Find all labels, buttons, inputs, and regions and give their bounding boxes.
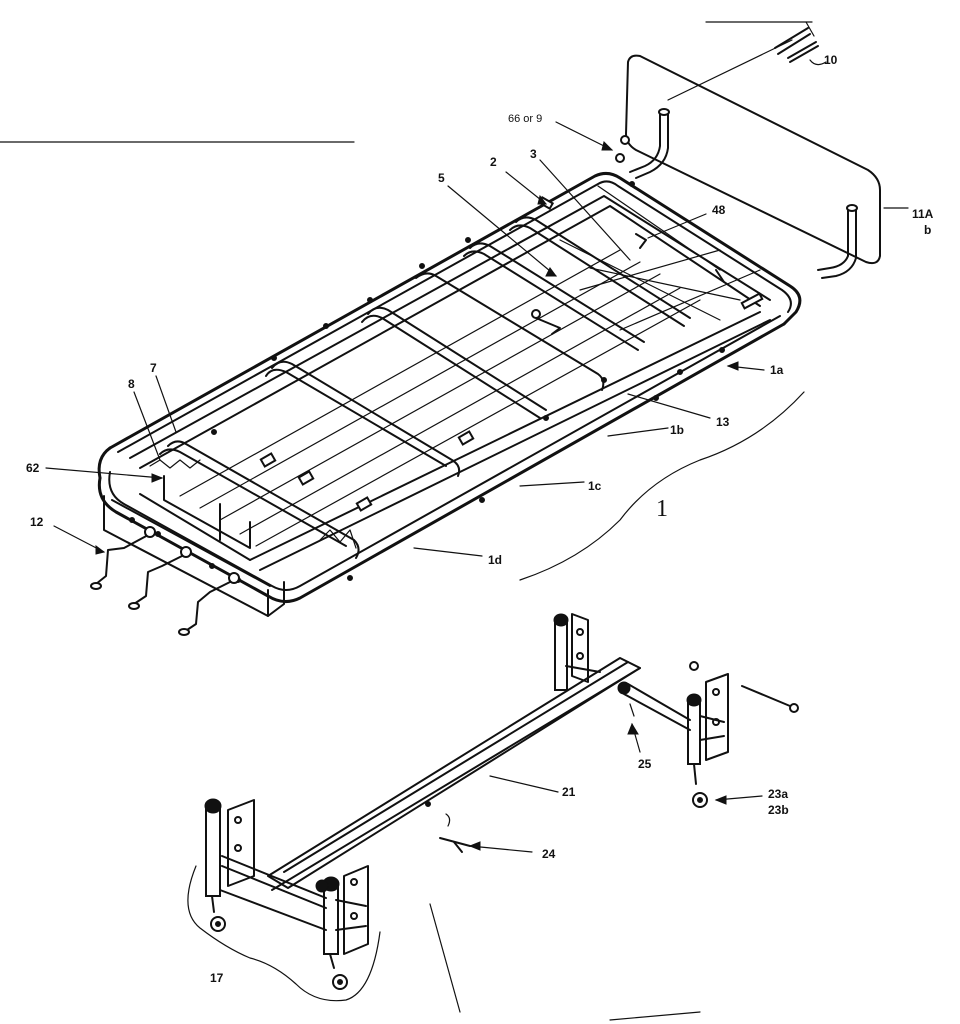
label-13: 13	[716, 415, 730, 429]
label-1c: 1c	[588, 479, 602, 493]
label-7: 7	[150, 361, 157, 375]
undercarriage	[204, 613, 799, 990]
bolt-10	[774, 21, 827, 66]
break-line-17	[187, 865, 381, 1002]
label-23a: 23a	[768, 787, 788, 801]
leader-lines	[45, 39, 909, 853]
label-23b: 23b	[768, 803, 789, 817]
spring-frame	[90, 171, 802, 636]
label-1b: 1b	[670, 423, 684, 437]
label-1d: 1d	[488, 553, 502, 567]
label-11a: 11A	[912, 207, 934, 221]
label-8: 8	[128, 377, 135, 391]
label-25: 25	[638, 757, 652, 771]
headboard	[615, 54, 881, 279]
label-48: 48	[712, 203, 726, 217]
label-1: 1	[656, 496, 668, 522]
label-10: 10	[824, 53, 838, 67]
label-1a: 1a	[770, 363, 784, 377]
label-62: 62	[26, 461, 40, 475]
label-11b: b	[924, 223, 931, 237]
label-66-or-9: 66 or 9	[508, 113, 542, 125]
label-21: 21	[562, 785, 576, 799]
part-labels: 10 66 or 9 2 3 5 48 11A b 7 8 62 12 1a 1…	[26, 53, 934, 985]
stray-line-1	[429, 903, 461, 1013]
label-2: 2	[490, 155, 497, 169]
label-12: 12	[30, 515, 44, 529]
arrowheads	[95, 141, 739, 851]
break-line-1	[519, 391, 805, 581]
stray-line-2	[609, 1011, 701, 1021]
label-3: 3	[530, 147, 537, 161]
label-17: 17	[210, 971, 224, 985]
label-5: 5	[438, 171, 445, 185]
label-24: 24	[542, 847, 556, 861]
